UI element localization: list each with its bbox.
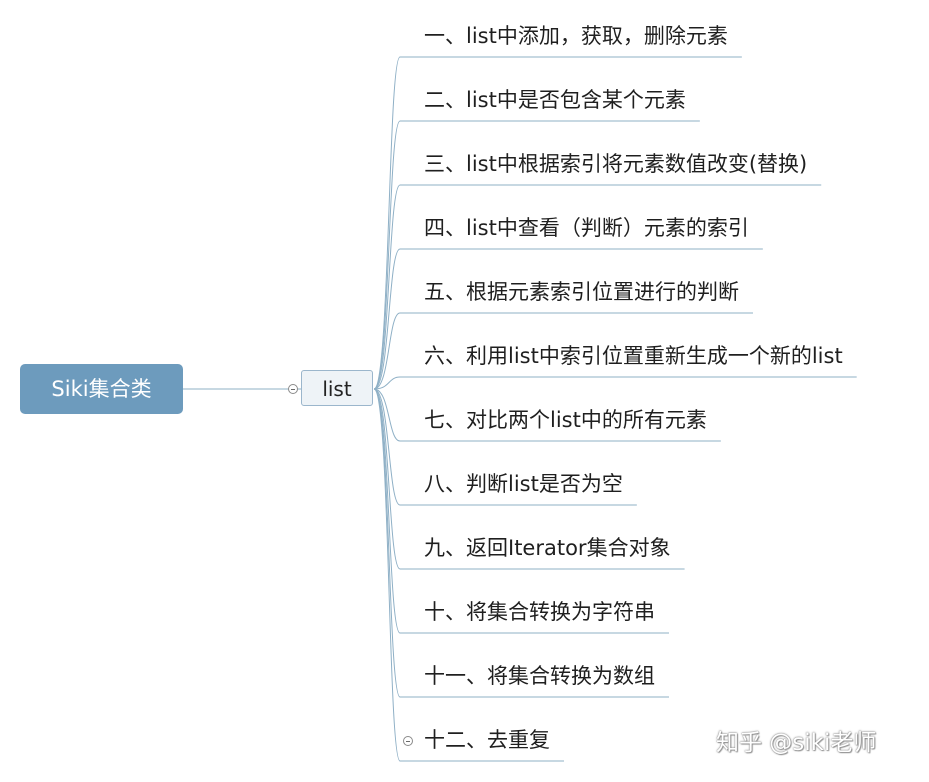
leaf-connector-5 <box>373 312 401 390</box>
leaf-node-12[interactable]: 十二、去重复 <box>424 728 550 752</box>
leaf-node-9[interactable]: 九、返回Iterator集合对象 <box>424 536 671 560</box>
watermark: 知乎 @siki老师 <box>716 730 877 756</box>
leaf-connector-9 <box>373 388 401 570</box>
leaf-underline-group <box>400 56 857 762</box>
leaf-node-6[interactable]: 六、利用list中索引位置重新生成一个新的list <box>424 344 843 368</box>
leaf-connector-group <box>373 56 401 762</box>
leaf-connector-8 <box>373 388 401 506</box>
collapse-toggle-icon[interactable] <box>288 384 298 394</box>
leaf-node-1[interactable]: 一、list中添加，获取，删除元素 <box>424 24 728 48</box>
collapse-toggle-icon[interactable] <box>403 736 413 746</box>
leaf-connector-3 <box>373 184 401 390</box>
leaf-connector-7 <box>373 388 401 442</box>
leaf-connector-10 <box>373 388 401 634</box>
leaf-node-7[interactable]: 七、对比两个list中的所有元素 <box>424 408 707 432</box>
leaf-node-11[interactable]: 十一、将集合转换为数组 <box>424 664 655 688</box>
leaf-node-8[interactable]: 八、判断list是否为空 <box>424 472 623 496</box>
leaf-connector-6 <box>373 376 401 390</box>
leaf-connector-4 <box>373 248 401 390</box>
leaf-node-2[interactable]: 二、list中是否包含某个元素 <box>424 88 686 112</box>
leaf-node-5[interactable]: 五、根据元素索引位置进行的判断 <box>424 280 739 304</box>
leaf-node-3[interactable]: 三、list中根据索引将元素数值改变(替换) <box>424 152 808 176</box>
leaf-node-4[interactable]: 四、list中查看（判断）元素的索引 <box>424 216 749 240</box>
leaf-connector-12 <box>373 388 401 762</box>
child-node-list[interactable]: list <box>301 370 373 406</box>
root-node[interactable]: Siki集合类 <box>20 364 183 414</box>
leaf-connector-2 <box>373 120 401 390</box>
leaf-connector-1 <box>373 56 401 390</box>
leaf-node-10[interactable]: 十、将集合转换为字符串 <box>424 600 655 624</box>
